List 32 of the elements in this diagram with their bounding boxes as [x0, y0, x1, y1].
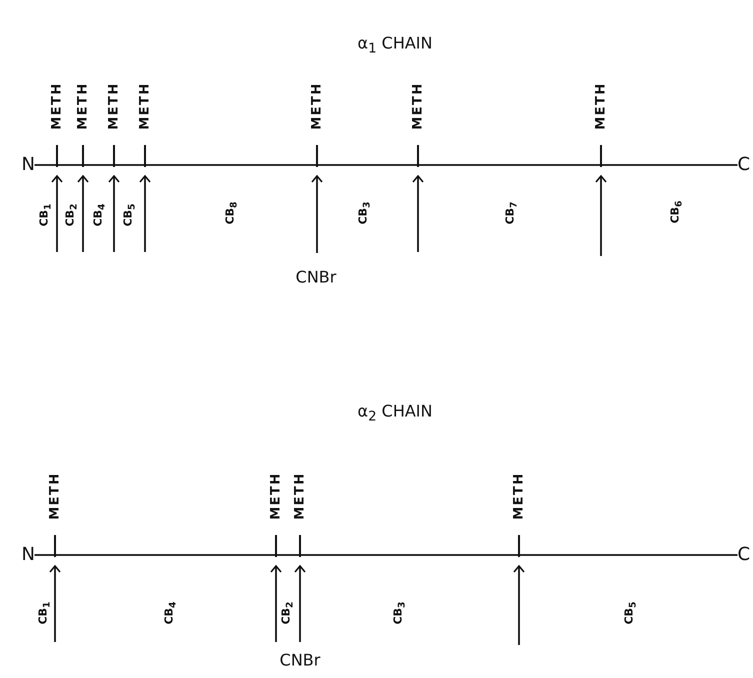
residue-label: METH [50, 82, 64, 130]
terminus-label: C [738, 546, 750, 564]
cleavage-arrow [311, 175, 323, 253]
cleavage-arrow [139, 175, 151, 252]
cleavage-arrow [513, 565, 525, 645]
residue-label: METH [294, 472, 306, 520]
terminus-label: N [22, 156, 35, 174]
residue-label: METH [138, 82, 152, 130]
residue-label: METH [310, 82, 324, 130]
cleavage-arrow [77, 175, 89, 252]
cleavage-arrow [294, 565, 306, 642]
reagent-label: CNBr [296, 268, 336, 286]
cleavage-arrow [49, 565, 61, 642]
cleavage-arrow [51, 175, 63, 252]
cleavage-arrow [108, 175, 120, 252]
cleavage-arrow [270, 565, 282, 642]
residue-label: METH [270, 472, 282, 520]
residue-label: METH [48, 472, 62, 520]
residue-label: METH [108, 82, 120, 130]
cleavage-arrow [595, 175, 607, 256]
residue-label: METH [76, 82, 90, 130]
terminus-label: C [738, 156, 750, 174]
terminus-label: N [22, 546, 35, 564]
reagent-label: CNBr [280, 650, 320, 670]
residue-label: METH [412, 82, 424, 130]
residue-label: METH [594, 82, 608, 130]
chain-heading: α$_{1}$ CHAIN [358, 33, 432, 57]
chain-line [34, 164, 738, 166]
chain-heading: α$_{2}$ CHAIN [358, 401, 432, 425]
residue-label: METH [512, 472, 526, 520]
cleavage-arrow [412, 175, 424, 252]
chain-line [34, 554, 738, 556]
